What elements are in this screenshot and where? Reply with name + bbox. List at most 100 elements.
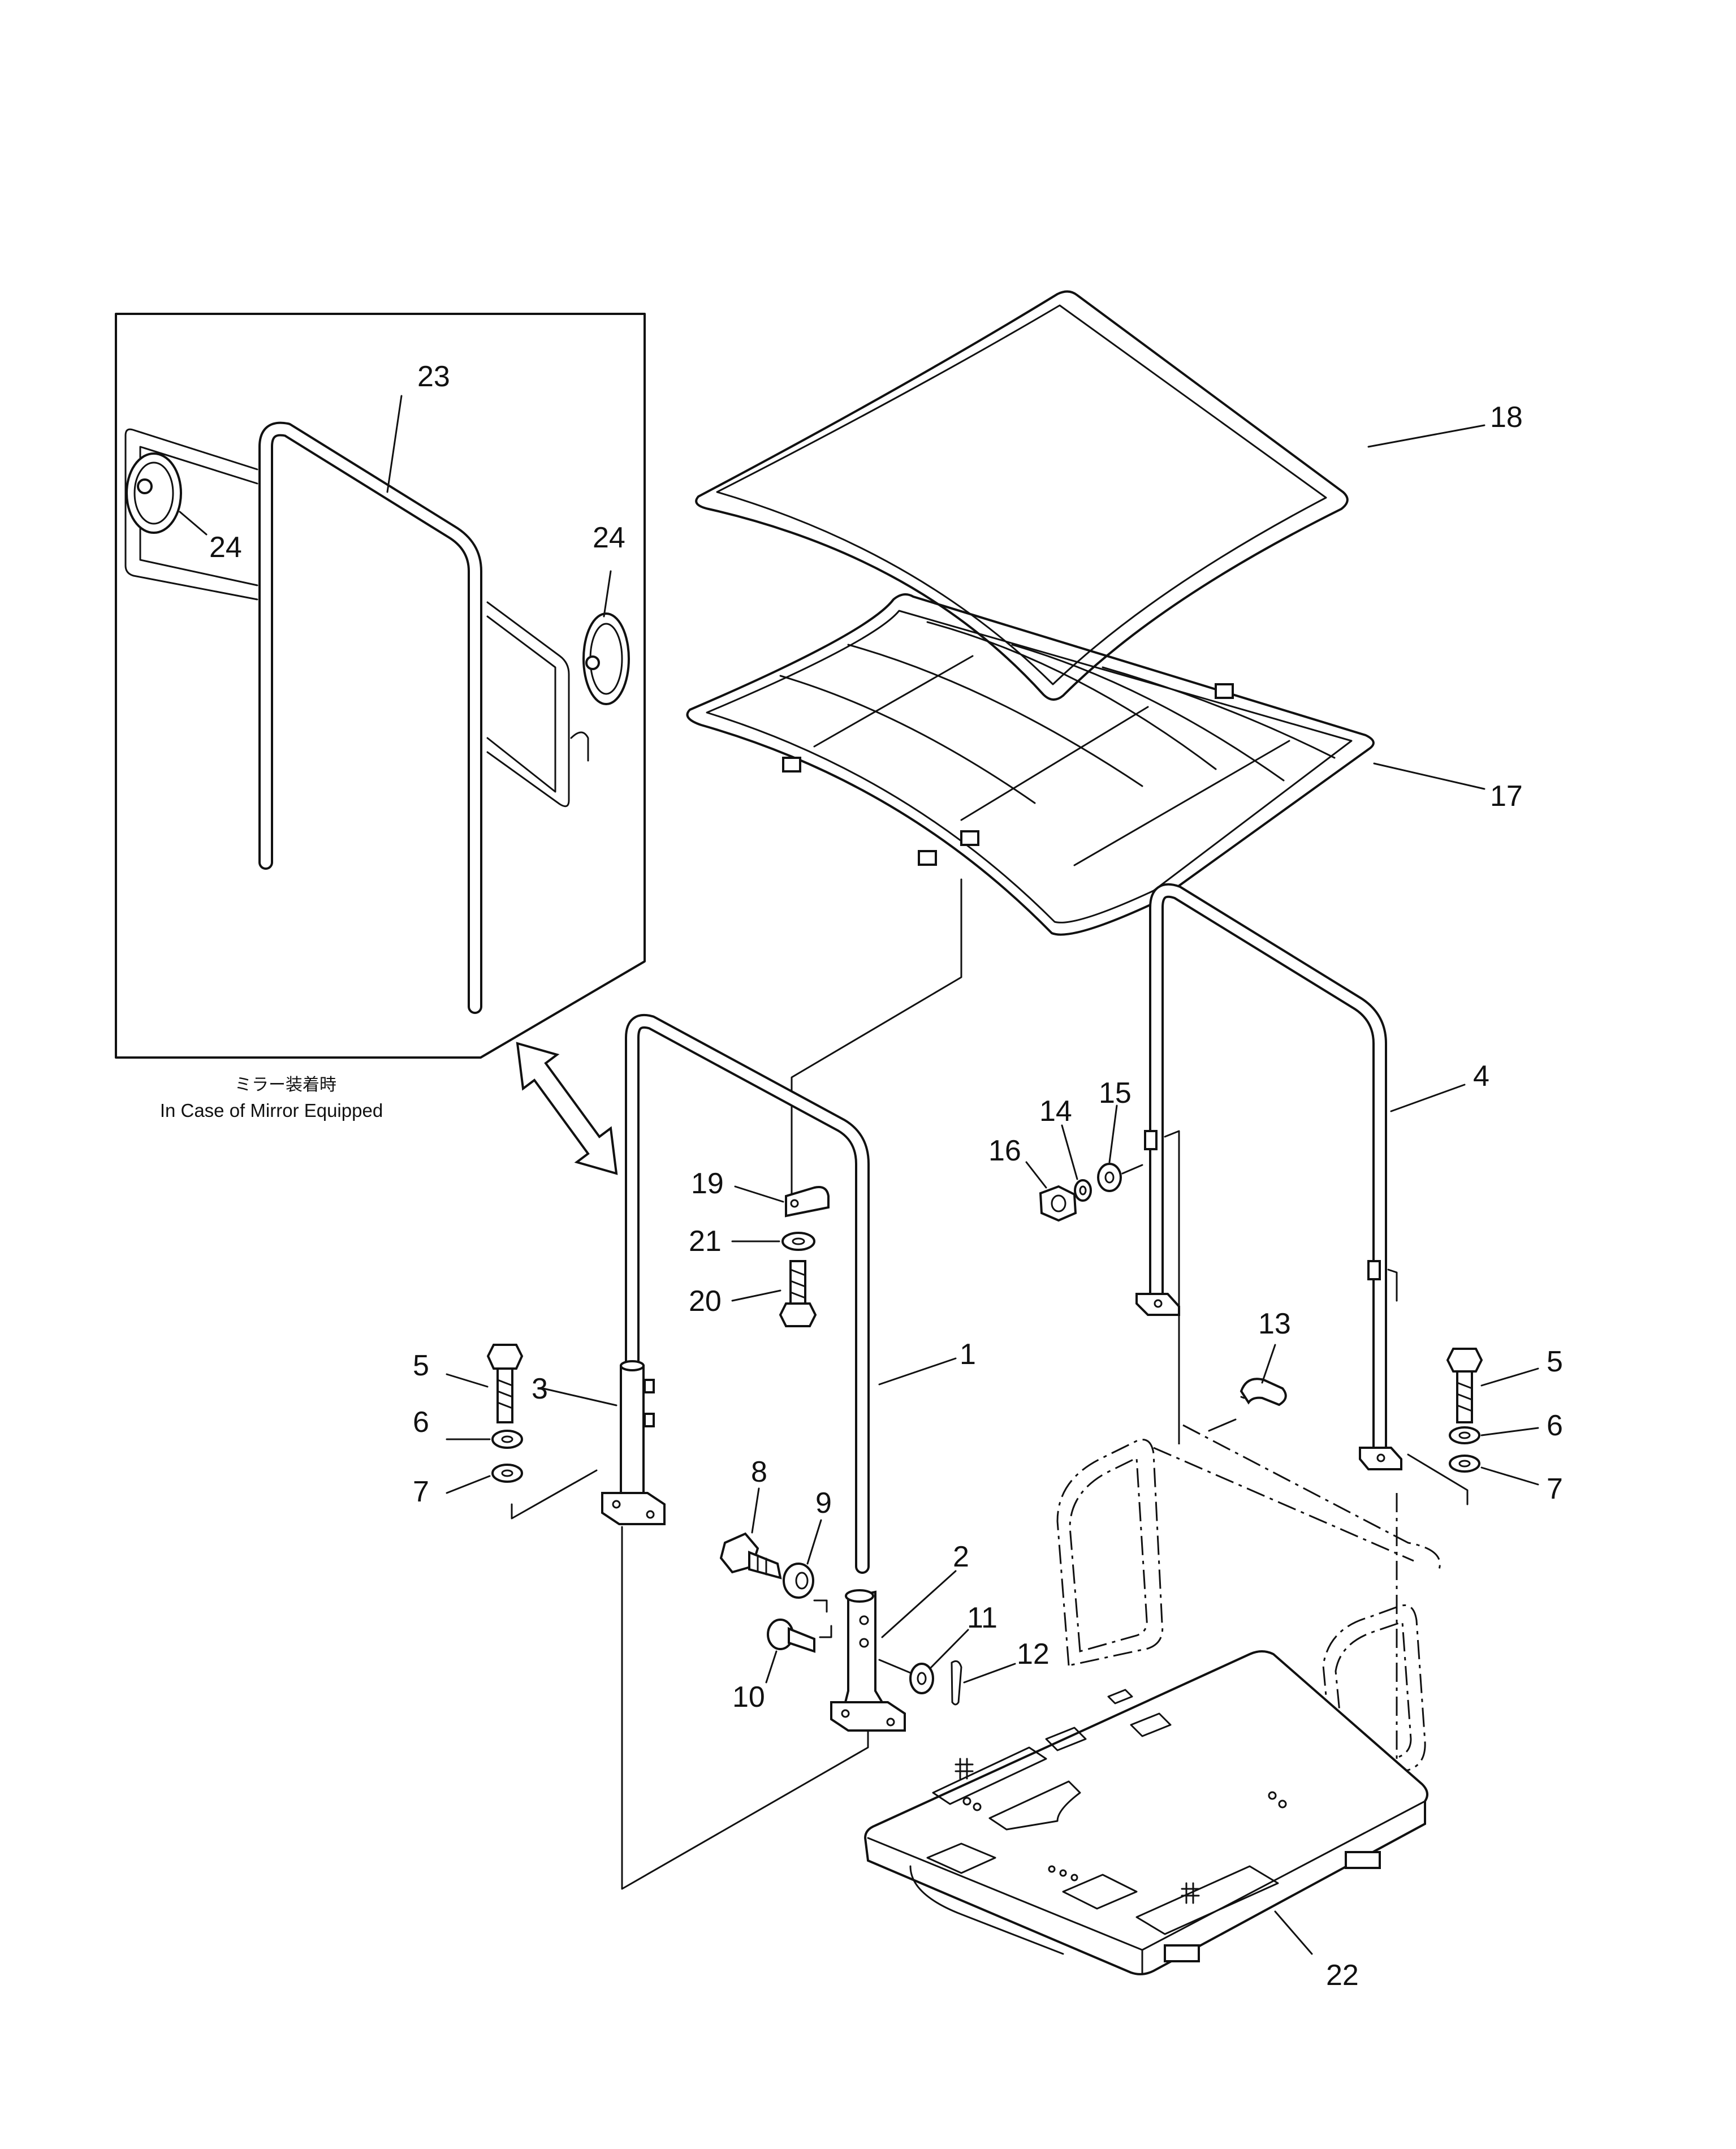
leader-2	[881, 1570, 957, 1638]
bolt-8-shank	[748, 1551, 782, 1580]
inset-rollbar-23	[258, 421, 482, 1014]
rollbar-4-left-foot	[1135, 1293, 1180, 1316]
nut-washer-set: 16 14 15	[988, 1077, 1143, 1222]
callout-11: 11	[967, 1602, 997, 1634]
inset-caption-jp: ミラー装着時	[235, 1076, 336, 1094]
inset-corner-edge	[480, 960, 646, 1059]
leader-17	[1373, 762, 1485, 790]
callout-13: 13	[1258, 1307, 1291, 1340]
roof-to-19-line	[791, 878, 962, 1194]
callout-1: 1	[960, 1338, 976, 1371]
callout-16: 16	[988, 1134, 1021, 1167]
u-clip-13-shape	[1240, 1378, 1287, 1406]
washer-15	[1097, 1163, 1122, 1192]
callout-23: 23	[417, 360, 450, 393]
leader-5-right	[1480, 1367, 1539, 1387]
callout-5-left: 5	[413, 1349, 429, 1382]
nut-9	[783, 1563, 814, 1599]
leader-19	[734, 1185, 784, 1203]
bolt-5-left-head	[486, 1344, 524, 1370]
rollbar-front-1: 1	[625, 1013, 976, 1574]
callout-3: 3	[532, 1373, 548, 1405]
callout-9: 9	[815, 1487, 832, 1520]
washer-7-right	[1449, 1455, 1480, 1473]
leader-20	[731, 1289, 781, 1302]
washer-21	[781, 1232, 815, 1251]
rollbar-4-right-foot	[1359, 1447, 1402, 1470]
left-mirror-mount	[137, 478, 153, 494]
leader-13	[1261, 1344, 1276, 1384]
callout-21: 21	[689, 1225, 722, 1258]
leader-23	[386, 395, 403, 493]
leader-12	[963, 1663, 1016, 1684]
callout-14: 14	[1039, 1095, 1072, 1128]
callout-5-right: 5	[1547, 1345, 1563, 1378]
floor-hatch-right	[1181, 1882, 1200, 1904]
post-3-base	[601, 1492, 666, 1525]
callout-6-right: 6	[1547, 1409, 1563, 1442]
callout-19: 19	[691, 1167, 724, 1200]
inset-left-mirror-arm	[124, 428, 258, 601]
leader-22	[1274, 1910, 1313, 1955]
inset-caption-en: In Case of Mirror Equipped	[160, 1100, 383, 1121]
callout-18: 18	[1490, 401, 1523, 434]
right-mirror-mount	[585, 655, 600, 670]
clamp-19	[785, 1186, 830, 1218]
u-clip-13: 13	[1208, 1307, 1291, 1432]
left-mirror-24	[126, 452, 182, 534]
callout-24-right: 24	[593, 521, 625, 554]
mirror-inset: 23 24 24 ミラー装着時 In Case of Mirror Equipp…	[115, 313, 646, 1121]
hinge-post-set: 8 9 10 2 11 12	[719, 1456, 1050, 1732]
leader-24-left	[179, 511, 208, 536]
pin-12	[951, 1660, 962, 1706]
callout-12: 12	[1017, 1638, 1050, 1671]
callout-4: 4	[1473, 1060, 1489, 1093]
leader-3	[542, 1387, 617, 1406]
leader-9	[806, 1519, 822, 1565]
leader-8	[751, 1487, 760, 1534]
washer-7-left	[491, 1464, 523, 1483]
roof-cover-18: 18	[695, 290, 1523, 701]
leader-18	[1367, 424, 1485, 448]
callout-2: 2	[953, 1540, 969, 1573]
clamp-bolt-set: 19 21 20	[689, 1167, 830, 1327]
callout-7-left: 7	[413, 1475, 429, 1508]
leader-14	[1061, 1124, 1078, 1180]
leader-16	[1025, 1161, 1047, 1189]
rollbar-rear-4: 4	[1135, 883, 1489, 1470]
leader-15	[1108, 1104, 1118, 1163]
callout-6-left: 6	[413, 1406, 429, 1439]
callout-20: 20	[689, 1285, 722, 1318]
callout-15: 15	[1099, 1077, 1132, 1110]
callout-17: 17	[1490, 780, 1523, 813]
nut-16	[1039, 1185, 1077, 1222]
callout-8: 8	[751, 1456, 767, 1488]
leader-4	[1390, 1084, 1466, 1112]
bolt-5-right-head	[1446, 1348, 1483, 1373]
leader-7-right	[1480, 1466, 1539, 1486]
inset-frame	[115, 313, 646, 1059]
leader-24-right	[603, 570, 612, 618]
callout-22: 22	[1326, 1959, 1359, 1992]
washer-11	[909, 1663, 934, 1694]
double-arrow	[516, 1042, 618, 1175]
right-bolt-set: 5 6 7	[1407, 1345, 1563, 1505]
leader-1	[878, 1357, 957, 1386]
floor-22: 22	[863, 1650, 1428, 1992]
post-3: 3	[532, 1360, 666, 1525]
leader-5-left	[446, 1373, 489, 1388]
left-bolt-set: 5 6 7	[413, 1344, 598, 1520]
bolt-20-head	[779, 1302, 817, 1327]
side-guards-phantom	[1056, 1424, 1441, 1810]
leader-10	[765, 1650, 778, 1684]
leader-11	[929, 1629, 969, 1669]
callout-10: 10	[732, 1681, 765, 1714]
inset-right-mirror-arm	[486, 601, 570, 808]
washer-6-right	[1449, 1426, 1480, 1444]
bolt-10-shank	[788, 1627, 815, 1653]
roof-frame-17: 17	[686, 593, 1523, 936]
washer-14	[1074, 1179, 1092, 1202]
callout-24-left: 24	[209, 531, 242, 564]
leader-7-left	[446, 1475, 491, 1494]
